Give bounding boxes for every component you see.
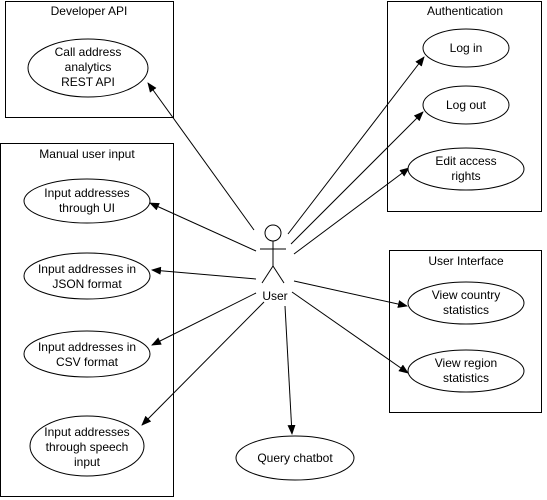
- association-input-csv: [151, 292, 257, 346]
- use-case-view-region: View region statistics: [407, 349, 525, 393]
- use-case-label: input: [74, 455, 101, 469]
- use-case-edit-access: Edit access rights: [407, 147, 525, 191]
- use-case-view-country: View country statistics: [407, 281, 525, 325]
- user-actor: User: [260, 224, 288, 303]
- use-case-label: Log in: [450, 41, 483, 55]
- use-case-label: statistics: [443, 371, 489, 385]
- association-input-ui: [149, 202, 257, 252]
- use-case-label: JSON format: [52, 277, 122, 291]
- use-case-label: analytics: [65, 60, 112, 74]
- use-case-label: Edit access: [435, 154, 496, 168]
- association-input-json: [151, 266, 257, 280]
- use-case-label: Call address: [55, 45, 122, 59]
- association-query-chatbot: [284, 305, 296, 435]
- use-case-label: Log out: [446, 98, 487, 112]
- use-case-label: rights: [451, 169, 480, 183]
- association-input-speech: [141, 301, 265, 426]
- use-case-input-ui: Input addresses through UI: [23, 178, 151, 224]
- association-view-region: [291, 291, 409, 374]
- use-case-label: REST API: [61, 75, 115, 89]
- use-case-label: Input addresses in: [38, 262, 136, 276]
- association-log-in: [287, 56, 425, 235]
- group-title-user-interface: User Interface: [428, 254, 504, 268]
- use-case-label: View country: [432, 288, 500, 302]
- use-case-label: CSV format: [56, 355, 119, 369]
- group-title-developer-api: Developer API: [51, 4, 128, 18]
- associations: [141, 56, 425, 435]
- use-case-label: View region: [435, 356, 497, 370]
- use-case-label: through speech: [46, 440, 129, 454]
- use-case-label: Input addresses: [44, 186, 129, 200]
- association-view-country: [293, 280, 408, 308]
- use-case-label: Input addresses in: [38, 340, 136, 354]
- use-case-label: Input addresses: [44, 425, 129, 439]
- use-case-input-speech: Input addresses through speech input: [29, 415, 145, 477]
- actor-label: User: [262, 289, 287, 303]
- use-case-label: through UI: [59, 201, 115, 215]
- use-case-call-api: Call address analytics REST API: [27, 38, 149, 98]
- actor-left-leg: [261, 265, 274, 284]
- group-title-authentication: Authentication: [427, 4, 503, 18]
- association-edit-access: [293, 167, 410, 255]
- use-case-label: Query chatbot: [257, 451, 333, 465]
- association-log-out: [290, 111, 424, 245]
- use-case-log-in: Log in: [422, 28, 510, 68]
- actor-head-icon: [264, 224, 282, 242]
- use-case-query-chatbot: Query chatbot: [235, 435, 355, 481]
- use-case-label: statistics: [443, 303, 489, 317]
- use-case-input-json: Input addresses in JSON format: [23, 252, 151, 300]
- actor-right-leg: [272, 265, 285, 284]
- use-case-input-csv: Input addresses in CSV format: [23, 330, 151, 378]
- association-call-api: [147, 82, 255, 231]
- group-title-manual-input: Manual user input: [39, 147, 135, 161]
- use-case-log-out: Log out: [422, 85, 510, 125]
